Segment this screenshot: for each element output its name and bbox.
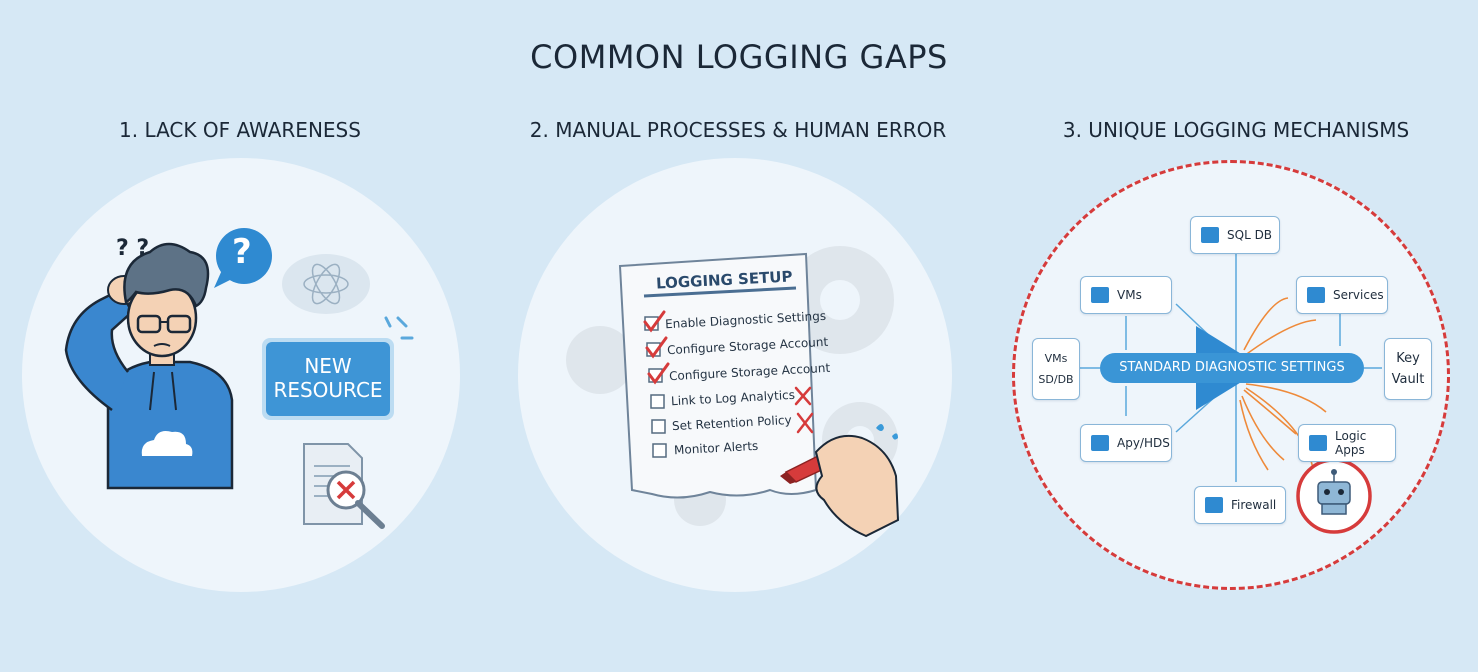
panel-3-heading: 3. UNIQUE LOGGING MECHANISMS [1062,118,1410,142]
node-line: Vault [1391,372,1425,387]
center-label: STANDARD DIAGNOSTIC SETTINGS [1119,360,1345,375]
atom-thought-icon [282,254,370,314]
node-key-vault: Key Vault [1384,338,1432,400]
badge-line-2: RESOURCE [273,378,383,402]
services-icon [1307,287,1325,303]
bubble-question: ? [232,232,252,272]
red-check-icons [643,310,670,385]
server-icon [1091,287,1109,303]
server-icon [1091,435,1109,451]
node-vms-sddb: VMs SD/DB [1032,338,1080,400]
node-line: Key [1396,351,1420,366]
node-sql-db: SQL DB [1190,216,1280,254]
new-resource-badge [262,338,394,420]
hand-marker-icon [780,424,900,538]
node-services: Services [1296,276,1388,314]
document-search-error-icon [303,443,385,529]
firewall-icon [1205,497,1223,513]
database-icon [1201,227,1219,243]
red-x-icons [794,386,814,434]
question-bubble-icon [214,228,272,288]
node-line: VMs [1044,352,1068,365]
confused-person-icon [64,242,234,490]
robot-icon [1296,458,1372,534]
question-marks: ? ? [116,236,150,261]
node-app-services: Apy/HDS [1080,424,1172,462]
node-firewall: Firewall [1194,486,1286,524]
checklist-paper [618,252,818,499]
logic-apps-icon [1309,435,1327,451]
badge-line-1: NEW [304,354,352,378]
node-vms-top: VMs [1080,276,1172,314]
node-logic-apps: Logic Apps [1298,424,1396,462]
panel-2-heading: 2. MANUAL PROCESSES & HUMAN ERROR [529,118,947,142]
standard-diagnostic-bar [1100,326,1364,410]
sparkle-icon [384,316,414,340]
node-line: SD/DB [1038,373,1074,386]
panel-1-heading: 1. LACK OF AWARENESS [119,118,361,142]
main-title: COMMON LOGGING GAPS [530,38,948,76]
